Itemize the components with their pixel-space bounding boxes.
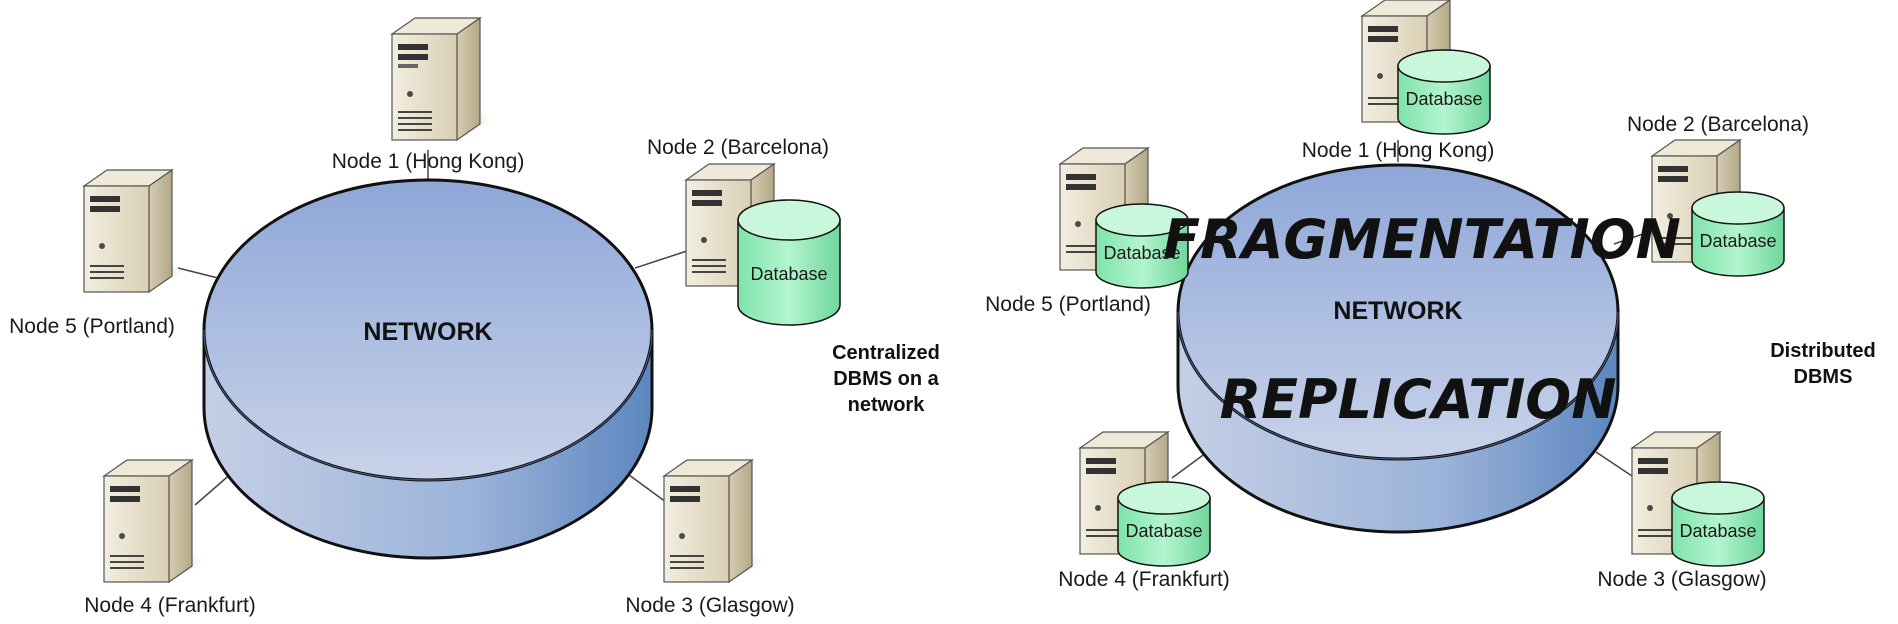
node-4-label: Node 4 (Frankfurt) [84, 594, 256, 617]
network-label: NETWORK [1333, 297, 1462, 325]
node-5-label: Node 5 (Portland) [985, 293, 1151, 316]
database-node-4: Database [1117, 481, 1211, 567]
database-node-2: Database [737, 199, 841, 326]
node-2-label: Node 2 (Barcelona) [647, 136, 829, 159]
database-node-5: Database [1095, 203, 1189, 289]
node-4-label: Node 4 (Frankfurt) [1058, 568, 1230, 591]
centralized-caption: Centralized DBMS on a network [832, 342, 940, 416]
database-label: Database [1699, 231, 1776, 251]
server-node-4 [102, 458, 204, 584]
database-node-2: Database [1691, 191, 1785, 277]
node-2-label: Node 2 (Barcelona) [1627, 113, 1809, 136]
distributed-diagram: NETWORK Database Node 1 (Hong Kong) [985, 0, 1876, 591]
caption-line-3: network [848, 394, 926, 416]
fragmentation-heading: FRAGMENTATION [1163, 208, 1681, 271]
caption-line-2: DBMS on a [833, 368, 939, 390]
server-node-5 [82, 168, 184, 294]
replication-heading: REPLICATION [1220, 368, 1617, 431]
database-label: Database [1405, 89, 1482, 109]
database-node-1: Database [1397, 49, 1491, 135]
caption-line-1: Distributed [1770, 340, 1876, 362]
connection-lines [177, 150, 691, 506]
server-node-1 [390, 16, 492, 142]
server-node-3 [662, 458, 764, 584]
database-label: Database [1125, 521, 1202, 541]
link-node-3 [624, 471, 671, 506]
link-node-3 [1595, 451, 1639, 481]
node-3-label: Node 3 (Glasgow) [625, 594, 794, 617]
caption-line-1: Centralized [832, 342, 940, 364]
node-3-label: Node 3 (Glasgow) [1597, 568, 1766, 591]
centralized-diagram: NETWORK Node 1 (Hong Kong) [9, 16, 940, 617]
network-cylinder: NETWORK [1176, 163, 1620, 534]
network-label: NETWORK [363, 318, 492, 346]
node-1-label: Node 1 (Hong Kong) [1302, 139, 1495, 162]
database-label: Database [750, 264, 827, 284]
caption-line-2: DBMS [1794, 366, 1853, 388]
database-label: Database [1103, 243, 1180, 263]
network-cylinder: NETWORK [202, 178, 654, 560]
link-node-4 [194, 471, 234, 506]
node-5-label: Node 5 (Portland) [9, 315, 175, 338]
link-node-5 [177, 267, 219, 279]
node-1-label: Node 1 (Hong Kong) [332, 150, 525, 173]
database-node-3: Database [1671, 481, 1765, 567]
distributed-caption: Distributed DBMS [1770, 340, 1876, 388]
link-node-2 [634, 249, 691, 269]
database-label: Database [1679, 521, 1756, 541]
